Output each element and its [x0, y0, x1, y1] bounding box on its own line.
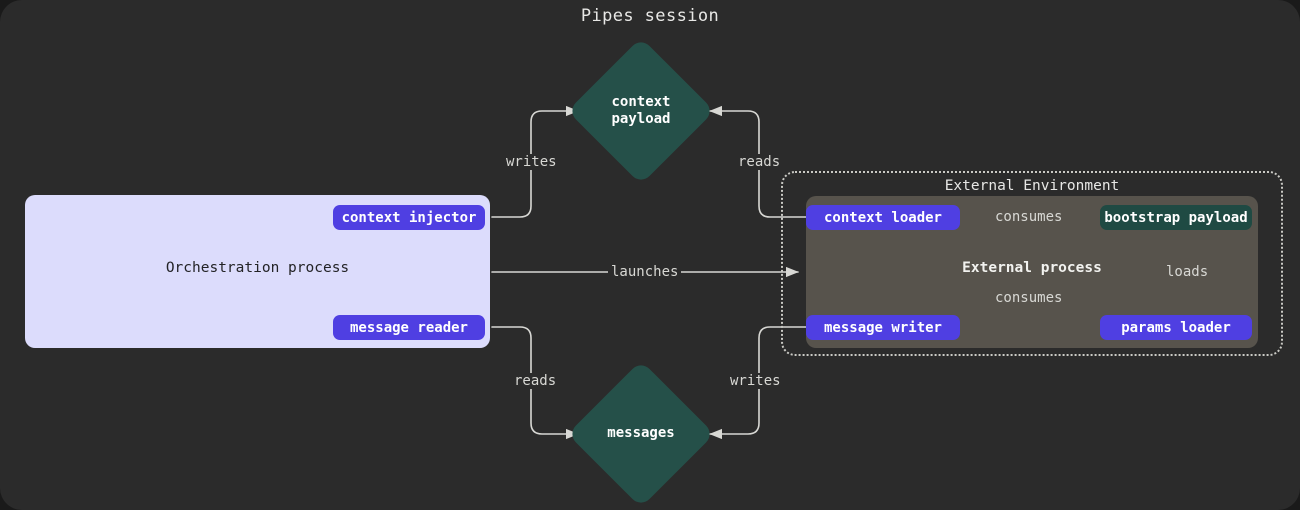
edge-label-injector-writes-context: writes: [503, 154, 560, 170]
store-context-payload-line1: context: [611, 93, 671, 110]
node-message-writer-label: message writer: [823, 319, 942, 336]
store-messages-line1: messages: [607, 425, 675, 442]
node-params-loader-label: params loader: [1121, 319, 1231, 336]
node-bootstrap-payload-label: bootstrap payload: [1104, 209, 1248, 226]
edge-label-params-loads-bootstrap: loads: [1163, 264, 1212, 280]
node-params-loader[interactable]: params loader: [1100, 315, 1252, 340]
external-environment-label: External Environment: [944, 178, 1120, 194]
store-context-payload-line2: payload: [611, 111, 671, 127]
orchestration-process-container: Orchestration process context injector m…: [25, 195, 490, 348]
node-bootstrap-payload[interactable]: bootstrap payload: [1100, 205, 1252, 230]
node-message-reader[interactable]: message reader: [333, 315, 485, 340]
node-context-loader-label: context loader: [823, 209, 942, 226]
edge-label-loader-consumes-bootstrap: consumes: [992, 209, 1066, 225]
orchestration-process-label: Orchestration process: [165, 260, 350, 276]
edge-label-loader-reads-context: reads: [735, 154, 784, 170]
edge-label-writer-writes-messages: writes: [727, 373, 784, 389]
page-title: Pipes session: [580, 6, 720, 26]
external-environment-container: External Environment: [781, 171, 1283, 356]
edge-label-reader-reads-messages: reads: [511, 373, 560, 389]
node-context-loader[interactable]: context loader: [806, 205, 960, 230]
store-messages: messages: [589, 382, 693, 486]
external-process-label: External process: [962, 260, 1102, 276]
edge-label-orch-launches-external: launches: [608, 264, 682, 280]
node-message-writer[interactable]: message writer: [806, 315, 960, 340]
edge-label-writer-consumes-bootstrap: consumes: [992, 290, 1066, 306]
node-context-injector[interactable]: context injector: [333, 205, 485, 230]
node-message-reader-label: message reader: [349, 319, 468, 336]
node-context-injector-label: context injector: [341, 209, 477, 226]
store-context-payload: context payload: [589, 59, 693, 163]
